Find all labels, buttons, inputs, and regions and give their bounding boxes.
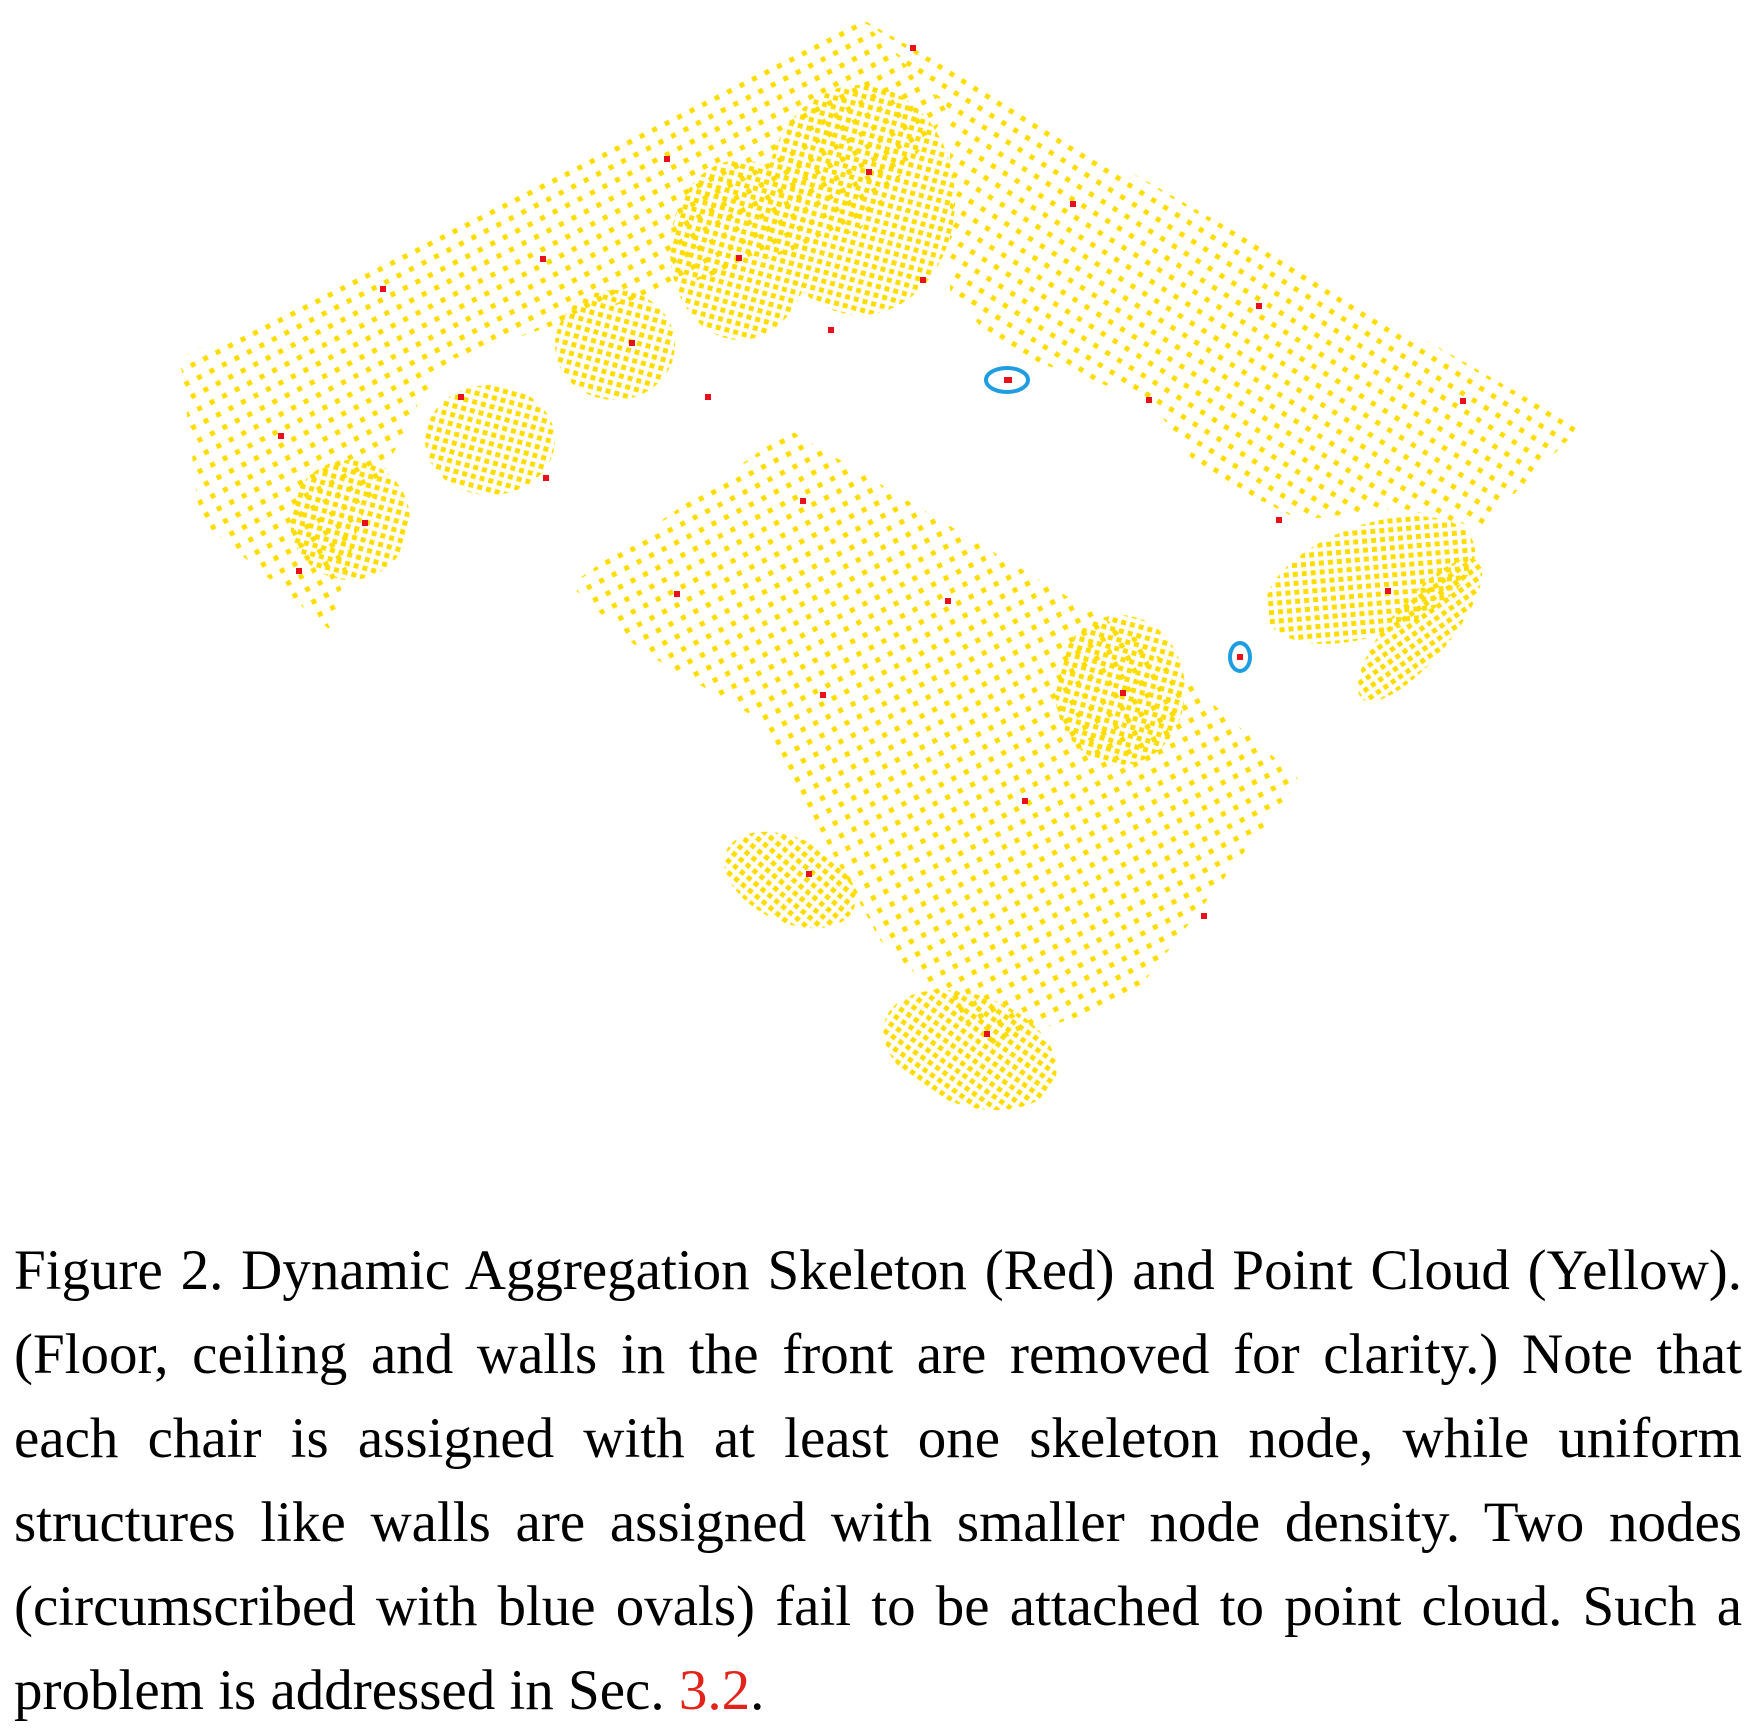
chair	[765, 85, 955, 315]
chair	[670, 160, 810, 340]
skeleton-node	[800, 498, 806, 504]
skeleton-node	[1276, 517, 1282, 523]
skeleton-node	[910, 45, 916, 51]
skeleton-node	[828, 327, 834, 333]
chair	[883, 989, 1057, 1111]
figure-caption: Figure 2. Dynamic Aggregation Skeleton (…	[14, 1229, 1742, 1733]
skeleton-node	[705, 394, 711, 400]
chair	[1357, 558, 1483, 702]
skeleton-node	[920, 277, 926, 283]
skeleton-node	[1460, 398, 1466, 404]
skeleton-node	[1256, 303, 1262, 309]
skeleton-node	[540, 256, 546, 262]
failed-node-ovals	[984, 366, 1252, 673]
skeleton-node	[945, 598, 951, 604]
skeleton-node	[984, 1031, 990, 1037]
chair-group-table	[724, 516, 1483, 1111]
table	[570, 430, 1300, 1045]
skeleton-node	[278, 433, 284, 439]
skeleton-node-detached	[1004, 377, 1010, 383]
skeleton-node	[380, 286, 386, 292]
skeleton-nodes	[278, 45, 1466, 1037]
skeleton-node	[296, 568, 302, 574]
point-cloud-figure	[180, 18, 1580, 1111]
skeleton-node	[806, 871, 812, 877]
skeleton-node	[1146, 397, 1152, 403]
chair	[555, 290, 675, 400]
skeleton-node	[820, 692, 826, 698]
caption-text: Figure 2. Dynamic Aggregation Skeleton (…	[14, 1239, 1742, 1722]
skeleton-node-detached	[1237, 654, 1243, 660]
failed-node-oval	[1228, 641, 1252, 673]
skeleton-node	[629, 340, 635, 346]
skeleton-node	[1070, 201, 1076, 207]
failed-node-oval	[984, 366, 1030, 394]
caption-trailing: .	[750, 1659, 765, 1722]
chair	[724, 831, 856, 929]
skeleton-node	[1120, 690, 1126, 696]
chair	[425, 385, 555, 495]
chair	[290, 460, 410, 580]
skeleton-node	[866, 169, 872, 175]
skeleton-node	[736, 255, 742, 261]
skeleton-node	[362, 520, 368, 526]
skeleton-node	[1022, 798, 1028, 804]
back-right-wall	[860, 18, 1580, 528]
skeleton-node	[664, 156, 670, 162]
skeleton-node	[1201, 913, 1207, 919]
section-link[interactable]: 3.2	[678, 1659, 751, 1722]
skeleton-node	[1385, 588, 1391, 594]
skeleton-node	[543, 475, 549, 481]
chair-group-back	[290, 85, 955, 580]
skeleton-node	[674, 591, 680, 597]
skeleton-node	[458, 394, 464, 400]
